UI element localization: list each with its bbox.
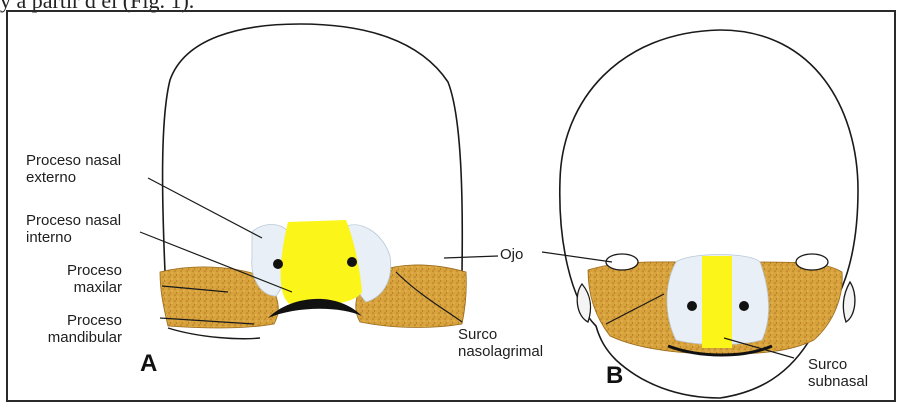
panel-letter-a: A: [140, 350, 157, 378]
leader-ojo-b: [542, 252, 612, 262]
panel-a-head: [160, 24, 466, 339]
label-line: Surco: [458, 326, 543, 343]
panel-b-nostril-left: [687, 301, 697, 311]
panel-a-nostril-right: [347, 257, 357, 267]
label-proceso-mandibular: Proceso mandibular: [26, 312, 122, 346]
label-surco-subnasal: Surco subnasal: [808, 356, 868, 390]
label-line: Proceso: [50, 262, 122, 279]
panel-b-ear-right: [843, 282, 855, 322]
label-line: externo: [26, 169, 121, 186]
panel-b-medial-nasal-stripe: [702, 256, 732, 348]
label-line: interno: [26, 229, 121, 246]
label-line: Proceso nasal: [26, 212, 121, 229]
label-proceso-maxilar: Proceso maxilar: [50, 262, 122, 296]
label-proceso-nasal-externo: Proceso nasal externo: [26, 152, 121, 186]
panel-b-eye-right: [796, 254, 828, 270]
panel-a-stomodeum: [268, 299, 362, 318]
label-line: maxilar: [50, 279, 122, 296]
panel-b-head: [560, 30, 858, 398]
label-ojo: Ojo: [500, 246, 523, 263]
panel-a-mandible-line: [168, 328, 260, 339]
label-line: Surco: [808, 356, 868, 373]
panel-b-nostril-right: [739, 301, 749, 311]
panel-a-nostril-left: [273, 259, 283, 269]
leader-nasal-externo: [148, 178, 262, 238]
label-line: Proceso: [26, 312, 122, 329]
panel-letter-b: B: [606, 362, 623, 390]
label-surco-nasolagrimal: Surco nasolagrimal: [458, 326, 543, 360]
label-line: nasolagrimal: [458, 343, 543, 360]
label-line: subnasal: [808, 373, 868, 390]
panel-b-ear-left: [577, 284, 590, 322]
leader-ojo-a: [444, 256, 498, 258]
label-line: Proceso nasal: [26, 152, 121, 169]
label-line: mandibular: [26, 329, 122, 346]
label-proceso-nasal-interno: Proceso nasal interno: [26, 212, 121, 246]
